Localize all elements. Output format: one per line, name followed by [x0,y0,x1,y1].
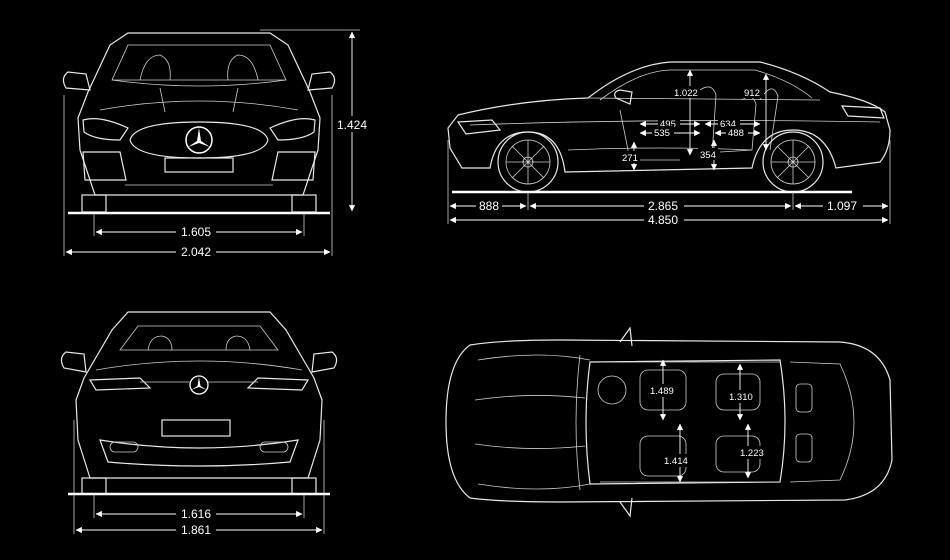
headroom-rear-label: 912 [744,88,760,99]
rear-overhang-label: 1.097 [827,199,857,213]
rear-width-label: 1.861 [181,523,211,537]
front-elbow-width-label: 1.489 [650,386,674,397]
legroom-front-label: 495 [660,119,676,130]
front-hip-width-label: 1.414 [664,456,688,467]
wheelbase-label: 2.865 [648,199,678,213]
rear-track-label: 1.616 [181,507,211,521]
front-track-label: 1.605 [181,225,211,239]
side-view: 1.022 912 495 535 634 488 271 354 888 2.… [447,61,891,227]
front-width-label: 2.042 [181,245,211,259]
rear-view: 1.616 1.861 [60,311,338,537]
headroom-front-label: 1.022 [674,88,698,99]
front-overhang-label: 888 [479,199,499,213]
top-view: 1.489 1.310 1.414 1.223 [445,326,893,518]
rear-hip-width-label: 1.223 [740,448,764,459]
seat-height-rear-label: 354 [700,150,716,161]
seat-height-front-label: 271 [622,153,638,164]
front-view: 1.424 1.605 2.042 [62,29,368,259]
shoulder-front-label: 535 [654,128,670,139]
shoulder-rear-label: 488 [728,128,744,139]
rear-elbow-width-label: 1.310 [729,392,753,403]
front-height-label: 1.424 [337,118,367,132]
legroom-rear-label: 634 [720,119,736,130]
length-label: 4.850 [648,213,678,227]
